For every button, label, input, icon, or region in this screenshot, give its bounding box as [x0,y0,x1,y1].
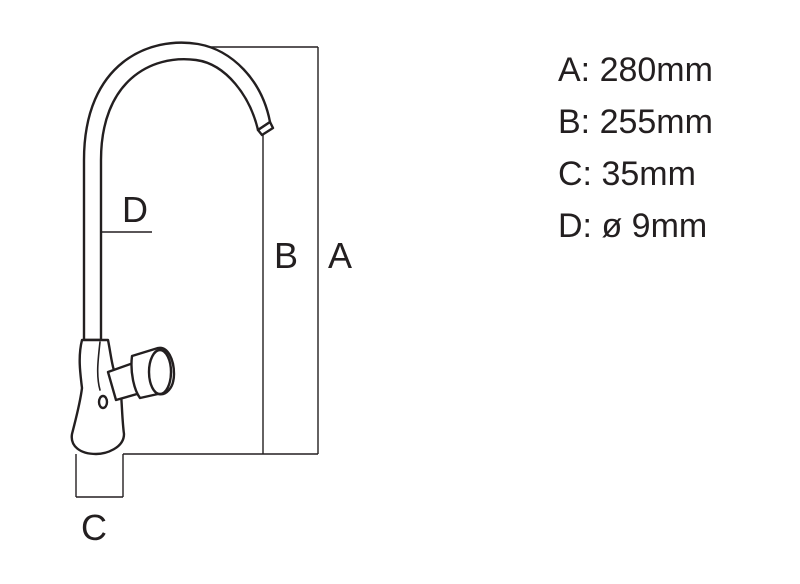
label-d: D [122,189,148,230]
spec-a: A: 280mm [558,51,713,89]
label-a: A [328,235,352,276]
faucet-spout-tip [256,120,275,137]
faucet-drawing [70,41,275,456]
spec-c: C: 35mm [558,155,696,193]
faucet-body-screw [97,394,109,410]
label-b: B [274,235,298,276]
faucet-handle-cap [147,348,173,396]
dimension-spec-list: A: 280mm B: 255mm C: 35mm D: ø 9mm [558,44,713,252]
spec-b: B: 255mm [558,103,713,141]
label-c: C [81,507,107,548]
spec-d: D: ø 9mm [558,207,708,245]
dimension-lines [75,46,319,498]
faucet-spout [82,41,272,342]
faucet-body-contour [96,341,101,391]
